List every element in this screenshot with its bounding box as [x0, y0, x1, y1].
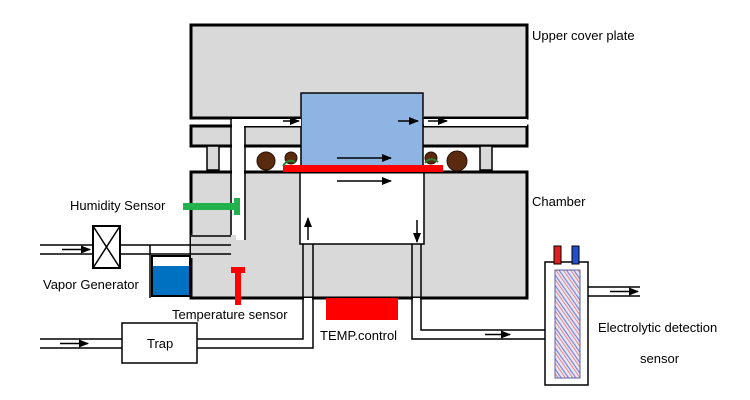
- trap-box: [121, 322, 198, 364]
- label-humidity-sensor: Humidity Sensor: [70, 198, 166, 213]
- vapor-generator-tank: [151, 255, 191, 297]
- chamber-cavity: [299, 171, 425, 245]
- label-temp-control: TEMP.control: [320, 328, 397, 343]
- heater-strip: [283, 165, 443, 172]
- label-electrolytic-line1: Electrolytic detection: [598, 320, 717, 335]
- label-electrolytic-line2: sensor: [640, 351, 680, 366]
- label-temperature-sensor: Temperature sensor: [172, 307, 288, 322]
- support-post-left: [206, 145, 220, 171]
- valve-icon: [92, 225, 121, 269]
- temperature-sensor-icon: [231, 267, 245, 305]
- sample-block: [300, 92, 424, 168]
- label-upper-cover-plate: Upper cover plate: [532, 28, 635, 43]
- label-vapor-generator: Vapor Generator: [43, 277, 140, 292]
- label-chamber: Chamber: [532, 194, 586, 209]
- label-trap: Trap: [147, 336, 173, 351]
- support-post-right: [479, 145, 493, 171]
- humidity-sensor-icon: [183, 198, 240, 215]
- o-ring-left-outer: [256, 151, 276, 171]
- electrolytic-detection-sensor: [544, 245, 589, 386]
- temp-control-block: [326, 298, 398, 320]
- o-ring-right-outer: [446, 150, 468, 172]
